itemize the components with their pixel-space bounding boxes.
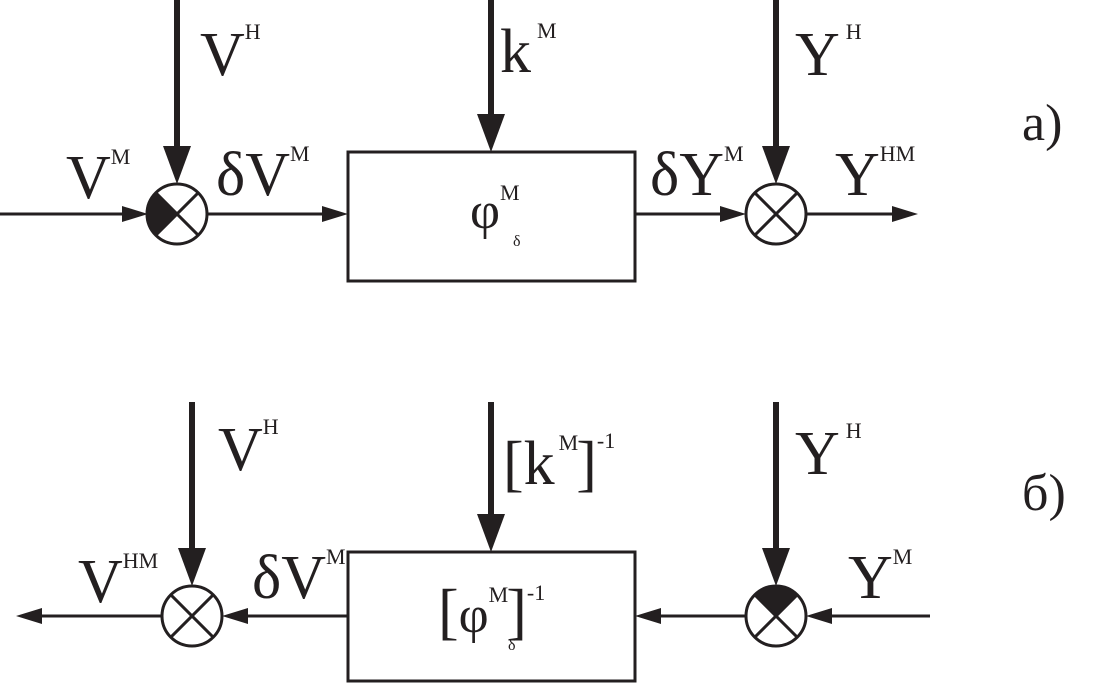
label-delta-y-m-a: δYM: [650, 141, 744, 209]
arrowhead-delta-y-m: [720, 206, 746, 222]
label-block-a: φM: [470, 180, 520, 240]
summing-junction-b-right: [744, 584, 808, 648]
arrowhead-input-v-h: [163, 146, 191, 184]
label-tag-b: б): [1022, 465, 1066, 522]
summing-junction-b-left: [160, 584, 224, 648]
arrowhead-output-v-hm: [16, 608, 42, 624]
arrowhead-delta-v-m-b: [222, 608, 248, 624]
label-v-m-a: VM: [66, 144, 130, 212]
arrowhead-delta-v-m: [322, 206, 348, 222]
arrowhead-input-v-h-b: [178, 548, 206, 586]
arrowhead-input-y-h-b: [762, 548, 790, 586]
arrowhead-to-inverse-block: [635, 608, 661, 624]
label-v-hm-b: VHM: [78, 548, 158, 616]
label-block-b-sub: δ: [508, 637, 516, 654]
arrowhead-input-v-m: [122, 206, 148, 222]
label-delta-v-m-b: δVM: [252, 544, 346, 612]
arrowhead-input-y-m: [806, 608, 832, 624]
summing-junction-a-left: [145, 182, 209, 246]
label-block-a-sub: δ: [513, 233, 521, 250]
summing-junction-a-right: [744, 182, 808, 246]
arrowhead-input-y-h: [762, 146, 790, 184]
arrowhead-param-k-m-inv: [477, 514, 505, 552]
transfer-block-b: [346, 550, 637, 683]
label-delta-v-m-a: δVM: [216, 141, 310, 209]
arrowhead-param-k-m: [477, 114, 505, 152]
label-block-b: [φM]-1: [438, 578, 545, 646]
label-v-h-b: VH: [218, 414, 279, 484]
label-v-h-a: VH: [200, 19, 261, 89]
label-y-m-b: YM: [848, 544, 912, 612]
transfer-block-a: [346, 150, 637, 283]
arrowhead-output-y-hm: [892, 206, 918, 222]
label-y-hm-a: YHM: [835, 141, 915, 209]
label-tag-a: а): [1022, 95, 1062, 152]
